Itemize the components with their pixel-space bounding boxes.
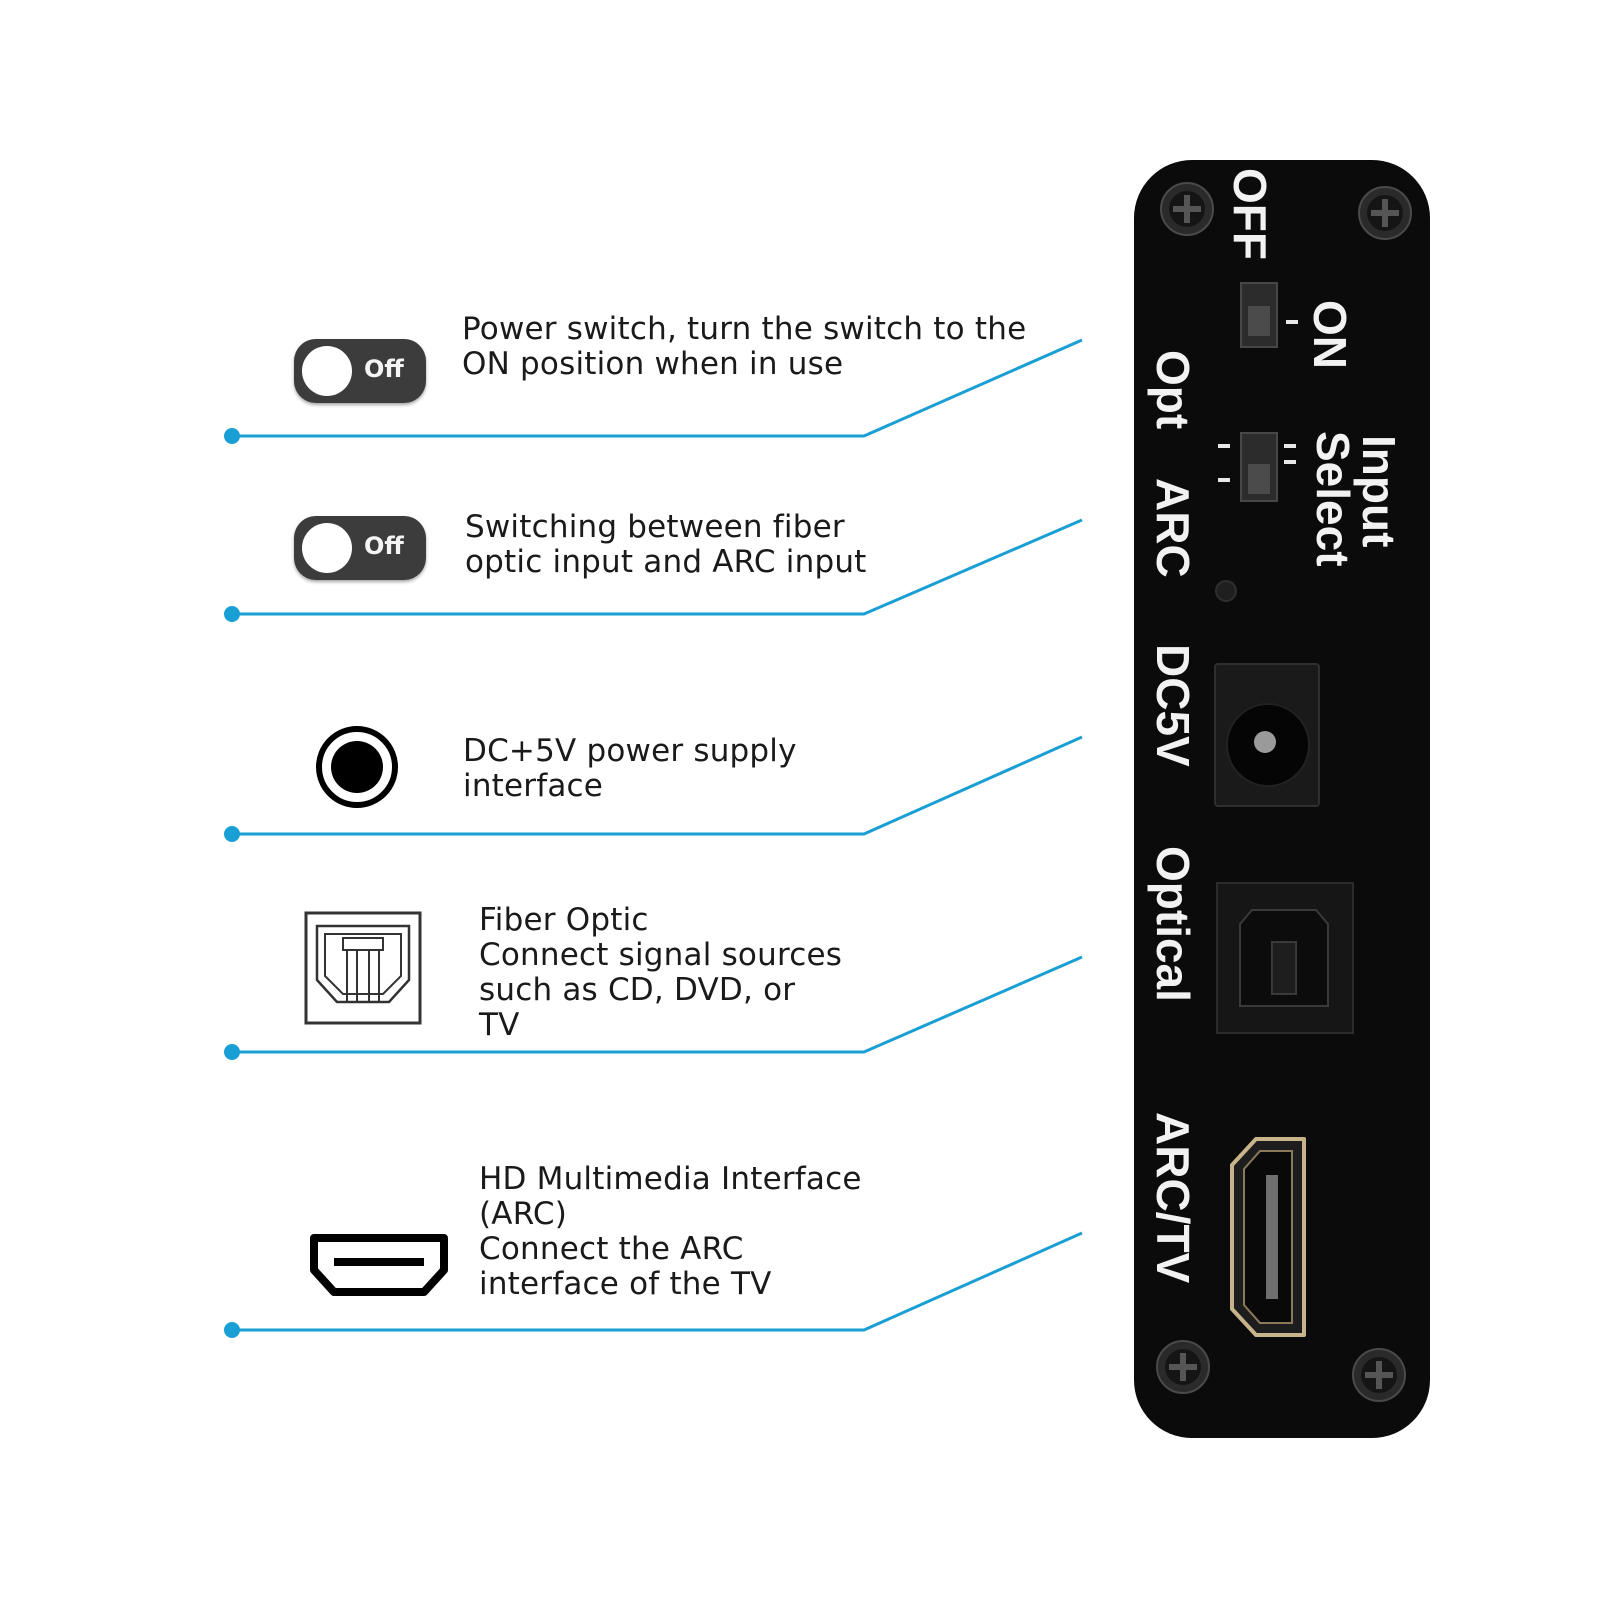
callout-hdmi-text: HD Multimedia Interface (ARC) Connect th… xyxy=(479,1162,862,1302)
leader-line-power xyxy=(232,338,1083,438)
optical-port[interactable] xyxy=(1216,882,1354,1034)
switch-tick xyxy=(1284,460,1296,464)
toggle-knob xyxy=(302,523,352,573)
leader-line-hdmi xyxy=(232,1231,1083,1332)
leader-dot-power xyxy=(224,428,240,444)
switch-tick xyxy=(1284,444,1296,448)
power-switch-icon: Off xyxy=(294,339,426,403)
callout-line: TV xyxy=(479,1007,520,1043)
panel-label-opt: Opt xyxy=(1147,350,1199,430)
callout-line: Fiber Optic xyxy=(479,902,649,938)
screw-icon xyxy=(1352,1348,1406,1402)
hdmi-port[interactable] xyxy=(1226,1135,1310,1339)
switch-tick xyxy=(1218,478,1230,482)
callout-line: HD Multimedia Interface xyxy=(479,1161,862,1197)
panel-label-select: Select xyxy=(1307,431,1359,567)
screw-icon xyxy=(1156,1340,1210,1394)
panel-label-on: ON xyxy=(1304,300,1356,369)
dc-jack-icon xyxy=(316,726,398,808)
switch-tick xyxy=(1286,320,1298,324)
dc-jack-port[interactable] xyxy=(1214,663,1320,807)
screw-icon xyxy=(1160,182,1214,236)
leader-dot-optical xyxy=(224,1044,240,1060)
callout-input-select-text: Switching between fiber optic input and … xyxy=(465,510,867,580)
callout-line: Connect the ARC xyxy=(479,1231,744,1267)
callout-line: (ARC) xyxy=(479,1196,568,1232)
hdmi-port-icon xyxy=(310,1234,448,1296)
callout-line: interface xyxy=(463,768,604,804)
input-select-switch[interactable] xyxy=(1240,432,1278,502)
input-select-switch-icon: Off xyxy=(294,516,426,580)
led-indicator xyxy=(1215,580,1237,602)
callout-line: optic input and ARC input xyxy=(465,544,867,580)
callout-power-text: Power switch, turn the switch to the ON … xyxy=(462,312,1026,382)
toggle-knob xyxy=(302,346,352,396)
callout-line: interface of the TV xyxy=(479,1266,772,1302)
panel-label-off: OFF xyxy=(1224,168,1276,260)
callout-optical-text: Fiber Optic Connect signal sources such … xyxy=(479,903,842,1043)
callout-line: such as CD, DVD, or xyxy=(479,972,796,1008)
panel-label-dc5v: DC5V xyxy=(1147,644,1199,767)
toggle-label: Off xyxy=(364,355,404,383)
switch-tick xyxy=(1218,444,1230,448)
toggle-label: Off xyxy=(364,532,404,560)
optical-port-icon xyxy=(304,911,422,1025)
callout-line: DC+5V power supply xyxy=(463,733,797,769)
leader-dot-hdmi xyxy=(224,1322,240,1338)
leader-line-input-select xyxy=(232,518,1083,616)
callout-line: Switching between fiber xyxy=(465,509,845,545)
leader-dot-input-select xyxy=(224,606,240,622)
leader-line-dc xyxy=(232,735,1083,836)
panel-label-arc: ARC xyxy=(1147,478,1199,578)
panel-label-arc-tv: ARC/TV xyxy=(1147,1112,1199,1284)
leader-dot-dc xyxy=(224,826,240,842)
callout-dc-text: DC+5V power supply interface xyxy=(463,734,797,804)
panel-label-optical: Optical xyxy=(1147,846,1199,1002)
device-panel: OFF ON Opt ARC Input Select DC5V Optical… xyxy=(1134,160,1430,1438)
leader-line-optical xyxy=(232,955,1083,1054)
panel-label-input: Input xyxy=(1353,435,1405,548)
callout-line: Connect signal sources xyxy=(479,937,843,973)
power-switch[interactable] xyxy=(1240,282,1278,348)
screw-icon xyxy=(1358,186,1412,240)
callout-line: Power switch, turn the switch to the xyxy=(462,311,1027,347)
callout-line: ON position when in use xyxy=(462,346,844,382)
